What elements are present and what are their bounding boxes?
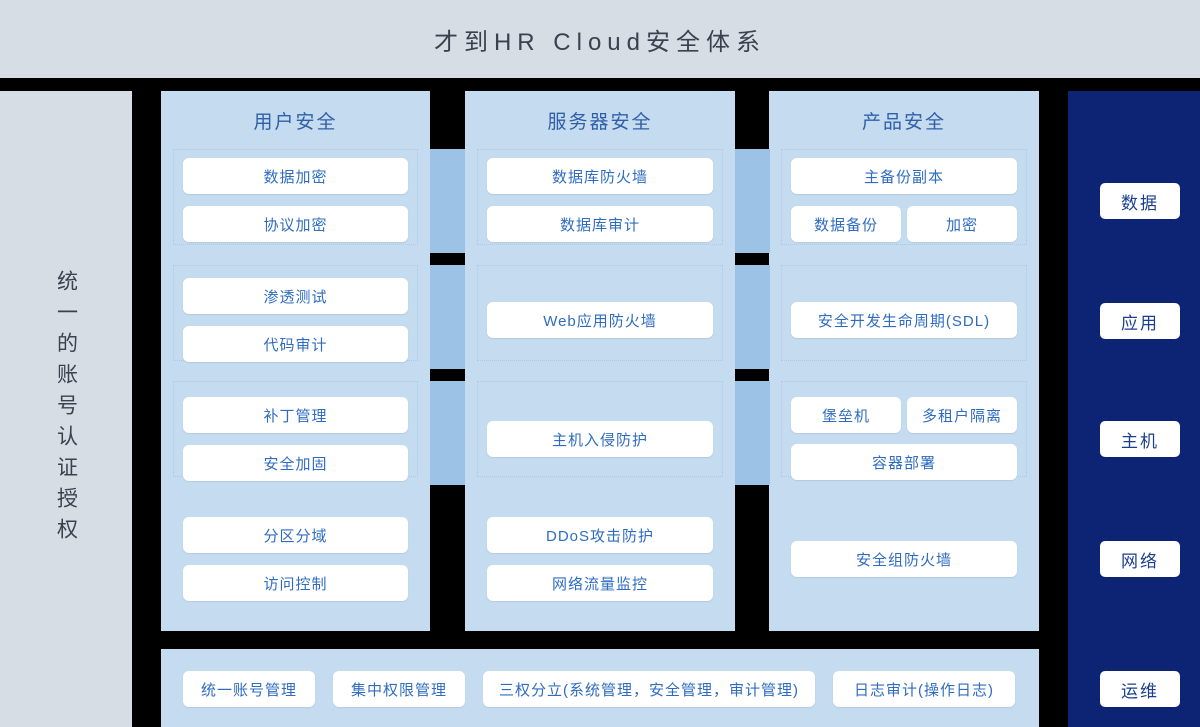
- left-sidebar-label: 统一的账号认证授权: [54, 269, 78, 549]
- security-item-chip[interactable]: 渗透测试: [183, 278, 408, 314]
- security-item-chip[interactable]: 安全加固: [183, 445, 408, 481]
- security-item-chip[interactable]: Web应用防火墙: [487, 302, 713, 338]
- security-item-chip[interactable]: 容器部署: [791, 444, 1017, 480]
- left-sidebar: 统一的账号认证授权: [0, 91, 132, 727]
- right-sidebar: 数据应用主机网络运维: [1068, 91, 1200, 727]
- security-item-chip[interactable]: 补丁管理: [183, 397, 408, 433]
- security-item-chip[interactable]: 数据库防火墙: [487, 158, 713, 194]
- column-server-security: 服务器安全 数据库防火墙数据库审计 Web应用防火墙主机入侵防护 DDoS攻击防护网…: [465, 91, 735, 631]
- security-item-chip[interactable]: 数据库审计: [487, 206, 713, 242]
- bottom-bar-chip[interactable]: 三权分立(系统管理，安全管理，审计管理): [483, 671, 815, 707]
- column-header: 服务器安全: [547, 111, 653, 133]
- bottom-bar: 统一账号管理集中权限管理三权分立(系统管理，安全管理，审计管理) 日志审计(操作日…: [161, 649, 1039, 727]
- security-item-chip[interactable]: 数据备份: [791, 206, 901, 242]
- row-band-data: [477, 149, 723, 245]
- bridge-connector: [735, 381, 770, 485]
- column-user-security: 用户安全 数据加密协议加密渗透测试代码审计补丁管理安全加固分区分域访问控制: [161, 91, 430, 631]
- bottom-bar-chip[interactable]: 统一账号管理: [183, 671, 315, 707]
- security-item-chip[interactable]: 数据加密: [183, 158, 408, 194]
- security-item-chip[interactable]: 分区分域: [183, 517, 408, 553]
- security-item-chip[interactable]: 堡垒机: [791, 397, 901, 433]
- layer-chip[interactable]: 应用: [1100, 303, 1180, 339]
- bottom-bar-chip[interactable]: 集中权限管理: [333, 671, 465, 707]
- security-item-chip[interactable]: 加密: [907, 206, 1017, 242]
- bridge-connector: [430, 149, 465, 253]
- layer-chip[interactable]: 主机: [1100, 421, 1180, 457]
- bridge-connector: [735, 149, 770, 253]
- page-title: 才到HR Cloud安全体系: [433, 28, 767, 56]
- row-band-host: [477, 381, 723, 477]
- security-item-chip[interactable]: 代码审计: [183, 326, 408, 362]
- security-item-chip[interactable]: 协议加密: [183, 206, 408, 242]
- security-item-chip[interactable]: 主备份副本: [791, 158, 1017, 194]
- bridge-connector: [430, 265, 465, 369]
- security-item-chip[interactable]: 多租户隔离: [907, 397, 1017, 433]
- row-band-data: [173, 149, 418, 245]
- security-item-chip[interactable]: 访问控制: [183, 565, 408, 601]
- bridge-connector: [735, 265, 770, 369]
- row-band-application: [781, 265, 1027, 361]
- row-band-data: [781, 149, 1027, 245]
- bridge-connector: [430, 381, 465, 485]
- layer-chip[interactable]: 数据: [1100, 183, 1180, 219]
- title-band: 才到HR Cloud安全体系: [0, 0, 1200, 78]
- column-header: 用户安全: [253, 111, 338, 133]
- layer-chip[interactable]: 网络: [1100, 541, 1180, 577]
- row-band-application: [477, 265, 723, 361]
- security-item-chip[interactable]: DDoS攻击防护: [487, 517, 713, 553]
- column-product-security: 产品安全 主备份副本数据备份加密安全开发生命周期(SDL) 堡垒机多租户隔离容器部…: [769, 91, 1039, 631]
- layer-chip[interactable]: 运维: [1100, 671, 1180, 707]
- security-item-chip[interactable]: 网络流量监控: [487, 565, 713, 601]
- security-item-chip[interactable]: 安全开发生命周期(SDL): [791, 302, 1017, 338]
- column-header: 产品安全: [861, 111, 946, 133]
- security-item-chip[interactable]: 主机入侵防护: [487, 421, 713, 457]
- bottom-bar-chip[interactable]: 日志审计(操作日志): [833, 671, 1015, 707]
- security-item-chip[interactable]: 安全组防火墙: [791, 541, 1017, 577]
